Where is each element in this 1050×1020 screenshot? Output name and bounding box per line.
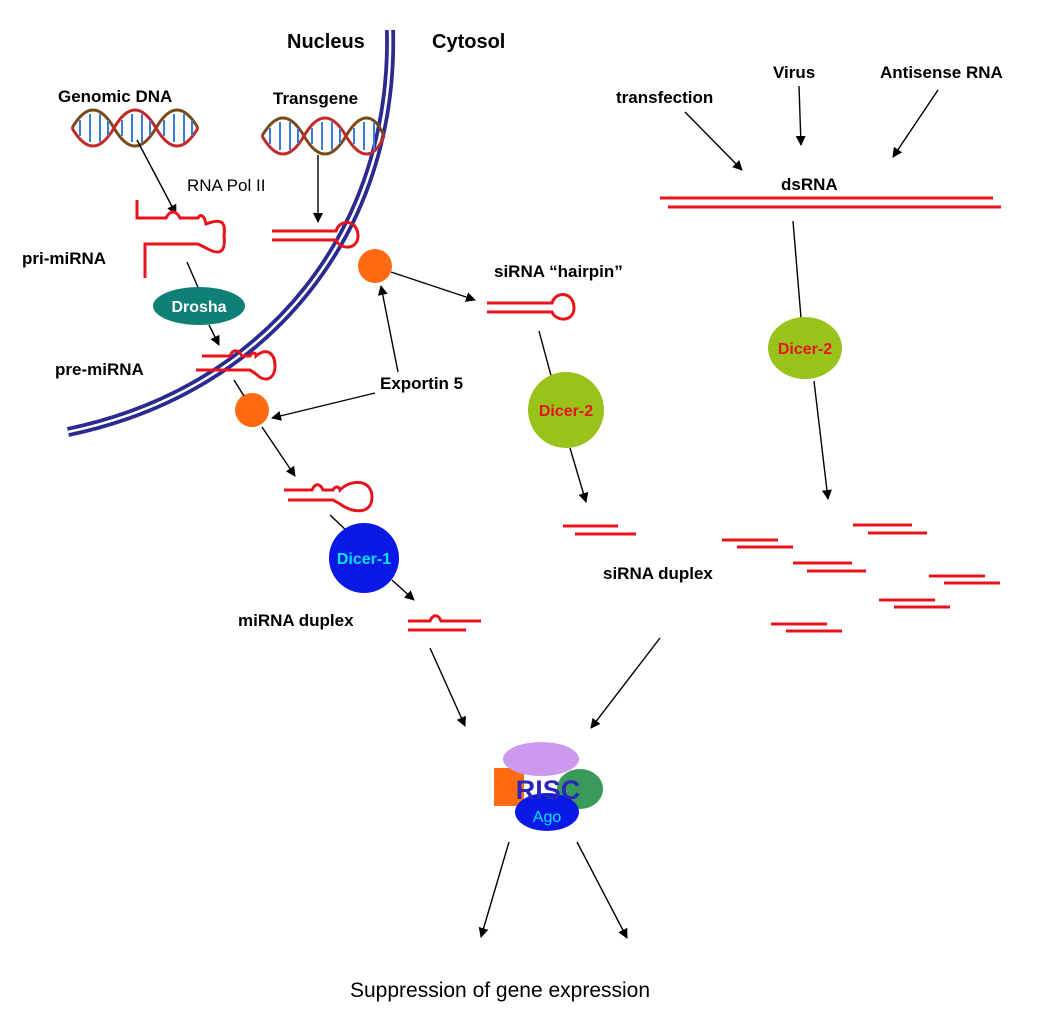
dsrna-label: dsRNA: [781, 175, 838, 194]
dicer2-dsrna-label: Dicer-2: [778, 341, 832, 358]
arrow-dicer2-to-sirna: [569, 447, 589, 503]
arrow-pore-to-cytosol: [261, 426, 296, 477]
ago-label: Ago: [533, 809, 562, 826]
exportin-label: Exportin 5: [380, 374, 463, 393]
drosha-label: Drosha: [171, 299, 226, 316]
transgene-hairpin-structure: [272, 221, 360, 249]
mirna-duplex-structure: [408, 614, 481, 632]
transgene-helix-icon: [260, 116, 386, 156]
line-pri-to-drosha: [186, 261, 201, 293]
arrow-antisense-to-dsrna: [892, 89, 939, 158]
arrow-exportin-to-lower-pore: [271, 392, 376, 421]
arrow-mirna-to-risc: [429, 647, 466, 727]
outcome-label: Suppression of gene expression: [350, 979, 650, 1002]
arrow-risc-left: [478, 841, 510, 938]
dicer2-hairpin-enzyme: Dicer-2: [528, 372, 604, 448]
arrow-dicer1-to-duplex: [391, 579, 415, 601]
rna-pol-label: RNA Pol II: [187, 176, 265, 195]
arrow-sirna-to-risc: [590, 637, 661, 729]
exportin-pore-lower: [235, 393, 269, 427]
transgene-label: Transgene: [273, 89, 358, 108]
arrow-pore-to-sirna-hairpin: [390, 271, 476, 302]
line-pre-to-pore: [233, 379, 245, 397]
pre-mirna-structure: [196, 349, 277, 381]
nuclear-membrane: [66, 29, 396, 437]
sirna-hairpin-label: siRNA “hairpin”: [494, 262, 623, 281]
arrow-dicer2-to-fragments: [813, 380, 832, 500]
arrow-exportin-to-upper-pore: [377, 285, 399, 373]
antisense-label: Antisense RNA: [880, 63, 1003, 82]
dicer2-hairpin-label: Dicer-2: [539, 403, 593, 420]
mirna-duplex-label: miRNA duplex: [238, 611, 354, 630]
arrow-dna-to-pri: [136, 139, 177, 215]
arrow-transfection-to-dsrna: [684, 111, 743, 171]
genomic-dna-helix-icon: [70, 108, 200, 148]
arrow-risc-right: [576, 841, 628, 939]
risc-complex: RISC Ago: [494, 742, 603, 831]
drosha-enzyme: Drosha: [153, 261, 245, 325]
cytosolic-pre-mirna-structure: [284, 480, 374, 513]
dicer1-label: Dicer-1: [337, 551, 391, 568]
sirna-duplex-fragments: [563, 523, 1000, 633]
risc-label: RISC: [516, 775, 581, 805]
arrow-drosha-to-pre: [208, 324, 220, 346]
dicer2-dsrna-enzyme: Dicer-2: [768, 317, 842, 379]
exportin-pore-upper: [358, 249, 392, 283]
virus-label: Virus: [773, 63, 815, 82]
nucleus-label: Nucleus: [287, 31, 365, 53]
sirna-duplex-label: siRNA duplex: [603, 564, 713, 583]
dicer1-enzyme: Dicer-1: [329, 523, 399, 593]
dsrna-structure: [660, 196, 1001, 209]
arrow-virus-to-dsrna: [795, 85, 806, 146]
transfection-label: transfection: [616, 88, 713, 107]
pre-mirna-label: pre-miRNA: [55, 360, 144, 379]
pri-mirna-label: pri-miRNA: [22, 249, 106, 268]
cytosol-label: Cytosol: [432, 31, 505, 53]
pri-mirna-structure: [135, 200, 226, 278]
sirna-hairpin-structure: [487, 293, 576, 321]
genomic-dna-label: Genomic DNA: [58, 87, 172, 106]
line-hairpin-to-dicer2: [538, 330, 554, 384]
line-dsrna-to-dicer2: [792, 220, 802, 319]
